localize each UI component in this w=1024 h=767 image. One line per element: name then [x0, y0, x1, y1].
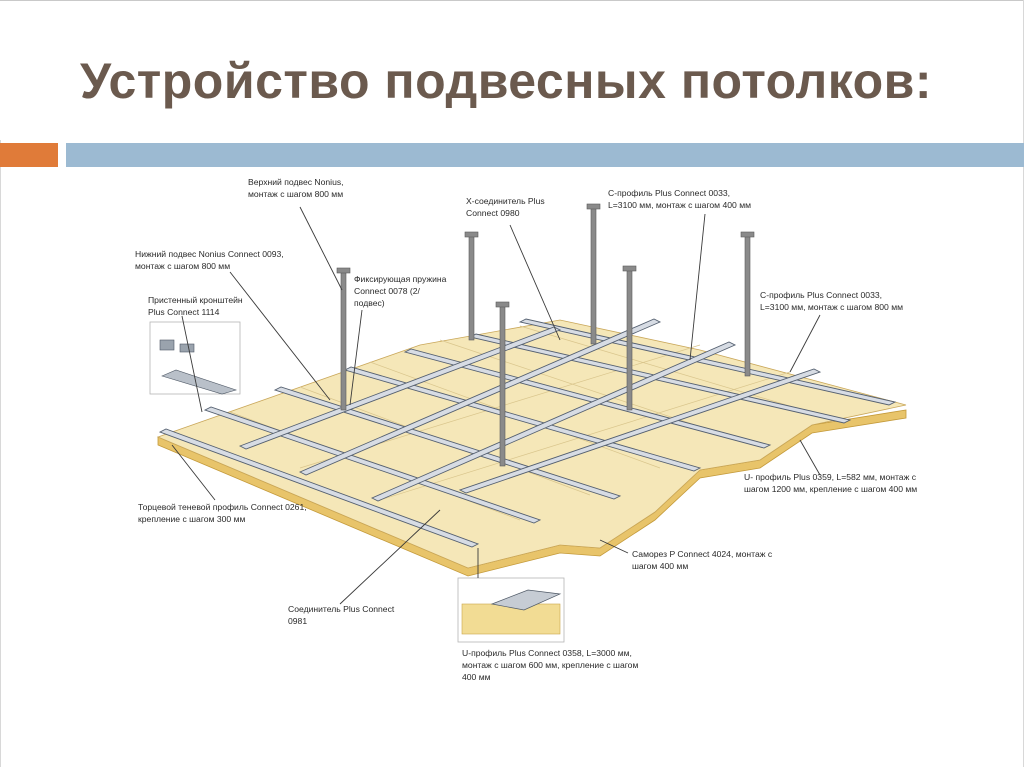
label-u-profile-0358-line3: 400 мм	[462, 672, 491, 682]
slide-title: Устройство подвесных потолков:	[80, 53, 933, 109]
label-low-hanger-line2: монтаж с шагом 800 мм	[135, 261, 230, 271]
label-wall-bracket-line2: Plus Connect 1114	[148, 307, 220, 317]
accent-bar-blue	[66, 143, 1024, 167]
cross-profile-1	[298, 318, 662, 476]
leader-wall-bracket	[181, 315, 203, 413]
hanger-rod-3-cap	[495, 301, 510, 308]
inset-u-profile	[457, 577, 565, 643]
leader-spring	[349, 309, 363, 406]
inset-board	[461, 603, 561, 635]
label-c-profile-top-line1: С-профиль Plus Connect 0033,	[608, 188, 730, 198]
bracket-part-1	[159, 339, 175, 351]
label-top-hanger-line1: Верхний подвес Nonius,	[248, 177, 344, 187]
label-screw-line1: Саморез P Connect 4024, монтаж с	[632, 549, 773, 559]
label-connector-line1: Соединитель Plus Connect	[288, 604, 395, 614]
label-c-profile-top-line2: L=3100 мм, монтаж с шагом 400 мм	[608, 200, 751, 210]
label-u-profile-0359-line1: U- профиль Plus 0359, L=582 мм, монтаж с	[744, 472, 917, 482]
hanger-rod-5-cap	[622, 265, 637, 272]
label-u-profile-0358-line2: монтаж с шагом 600 мм, крепление с шагом	[462, 660, 638, 670]
leader-shadow-profile	[171, 444, 216, 501]
hanger-rod-1-cap	[336, 267, 351, 274]
hanger-rod-3	[499, 305, 506, 467]
leader-c-profile-top	[689, 213, 706, 361]
hanger-rod-2	[468, 235, 475, 341]
main-profile-2	[203, 406, 542, 524]
ceiling-slab	[156, 319, 907, 577]
cross-profile-2	[370, 341, 737, 502]
hanger-rod-6	[744, 235, 751, 377]
hanger-rod-6-cap	[740, 231, 755, 238]
main-profile-1	[158, 428, 480, 548]
hanger-rod-4	[590, 207, 597, 345]
leader-low-hanger	[229, 271, 331, 401]
label-x-connector-line1: X-соединитель Plus	[466, 196, 545, 206]
accent-bar-orange	[0, 143, 58, 167]
leader-x-connector	[509, 224, 561, 341]
label-spring-line1: Фиксирующая пружина	[354, 274, 447, 284]
cross-profile-3	[458, 368, 822, 494]
leader-lines	[171, 206, 821, 605]
inset-u-channel	[490, 589, 562, 611]
label-spring-line3: подвес)	[354, 298, 385, 308]
label-shadow-profile-line2: крепление с шагом 300 мм	[138, 514, 245, 524]
frame-top-line	[0, 0, 1024, 1]
label-x-connector-line2: Connect 0980	[466, 208, 520, 218]
leader-u-profile-0359	[799, 439, 821, 476]
frame-left-line	[0, 140, 1, 767]
label-spring-line2: Connect 0078 (2/	[354, 286, 421, 296]
leader-screw	[599, 539, 629, 554]
label-c-profile-right-line2: L=3100 мм, монтаж с шагом 800 мм	[760, 302, 903, 312]
label-u-profile-0358-line1: U-профиль Plus Connect 0358, L=3000 мм,	[462, 648, 632, 658]
label-top-hanger-line2: монтаж с шагом 800 мм	[248, 189, 343, 199]
label-low-hanger-line1: Нижний подвес Nonius Connect 0093,	[135, 249, 284, 259]
leader-c-profile-right	[789, 314, 821, 373]
hanger-rod-2-cap	[464, 231, 479, 238]
label-c-profile-right-line1: С-профиль Plus Connect 0033,	[760, 290, 882, 300]
label-connector-line2: 0981	[288, 616, 307, 626]
callout-labels: Верхний подвес Nonius, монтаж с шагом 80…	[135, 177, 917, 682]
label-wall-bracket-line1: Пристенный кронштейн	[148, 295, 243, 305]
hanger-rod-4-cap	[586, 203, 601, 210]
hanger-rod-1	[340, 271, 347, 411]
hanger-rods	[336, 203, 755, 467]
leader-connector	[339, 509, 441, 605]
profile-grid	[158, 318, 897, 548]
bracket-rail	[161, 369, 238, 395]
hanger-rod-5	[626, 269, 633, 411]
leader-top-hanger	[299, 206, 343, 291]
main-profile-5	[403, 348, 772, 449]
label-screw-line2: шагом 400 мм	[632, 561, 688, 571]
label-shadow-profile-line1: Торцевой теневой профиль Connect 0261,	[138, 502, 307, 512]
main-profile-4	[343, 366, 702, 472]
label-u-profile-0359-line2: шагом 1200 мм, крепление с шагом 400 мм	[744, 484, 917, 494]
bracket-part-2	[179, 343, 195, 353]
inset-wall-bracket	[149, 321, 241, 395]
cross-profile-4	[238, 326, 562, 450]
